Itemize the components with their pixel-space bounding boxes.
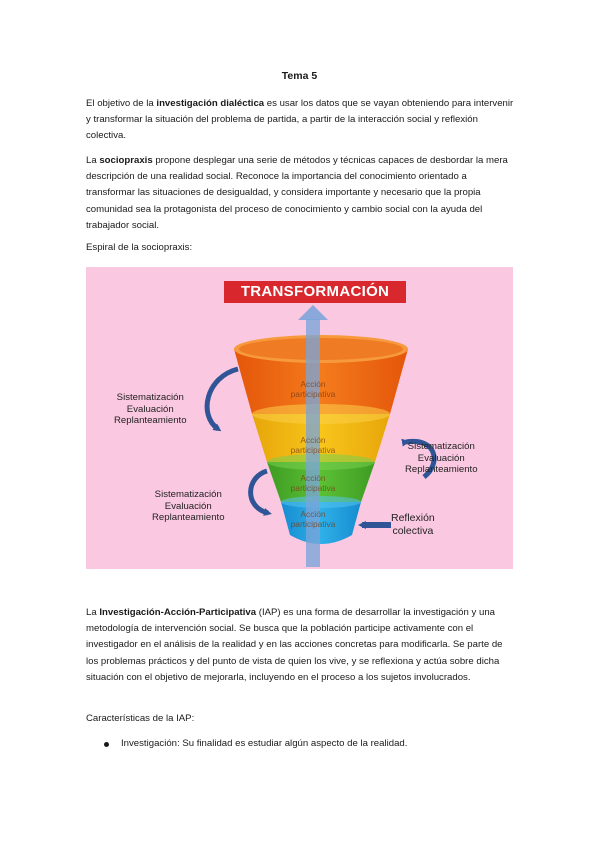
funnel-band-2 [252,414,390,462]
upward-arrow-shaft [306,319,320,567]
upward-arrow-head [298,305,328,320]
funnel-band-4 [281,502,361,544]
transformacion-banner [224,281,406,303]
cycle-arrow-right [401,438,437,479]
banner-title: TRANSFORMACIÓN [240,283,390,300]
funnel-band-3 [267,462,375,502]
term-sociopraxis: sociopraxis [99,155,153,166]
funnel-band-1 [234,349,408,414]
page-title: Tema 5 [281,70,318,82]
bullet-icon [104,742,109,747]
paragraph-dialectic-research: El objetivo de la investigación dialécti… [86,98,514,142]
cycle-arrow-left-bottom [248,468,272,516]
cycle-arrow-left-top [204,366,239,432]
term-dialectic-research: investigación dialéctica [156,98,265,109]
paragraph-iap: La Investigación-Acción-Participativa (I… [86,607,503,683]
iap-characteristics-heading: Características de la IAP: [86,713,195,724]
list-item-text: Investigación: Su finalidad es estudiar … [121,738,408,749]
paragraph-sociopraxis: La sociopraxis propone desplegar una ser… [86,155,508,231]
term-iap: Investigación-Acción-Participativa [99,607,257,618]
spiral-diagram [204,281,437,567]
figure-caption: Espiral de la sociopraxis: [86,242,193,253]
